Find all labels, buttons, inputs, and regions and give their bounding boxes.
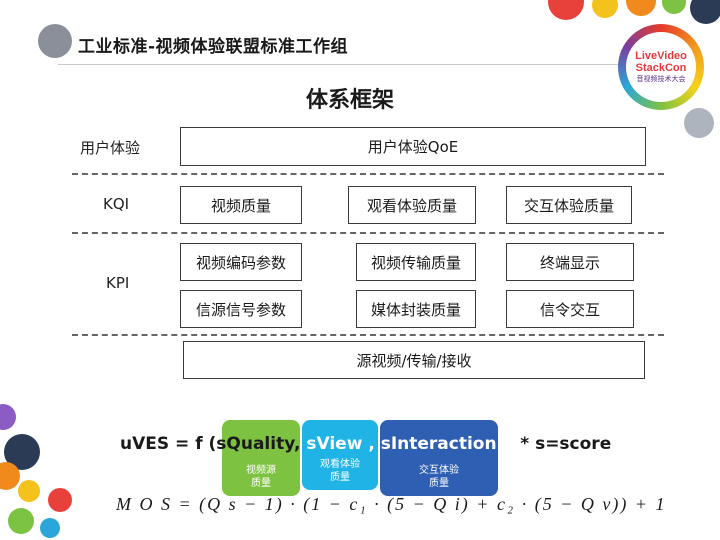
mos-formula: M O S = (Q s − 1) · (1 − c₁ · (5 − Q i) … — [116, 494, 667, 514]
box-source-transmission-reception: 源视频/传输/接收 — [183, 341, 645, 379]
box-kpi-signaling: 信令交互 — [506, 290, 634, 328]
row-label-user-experience: 用户体验 — [80, 139, 141, 157]
dashed-divider-1 — [72, 173, 664, 175]
page-title: 体系框架 — [305, 88, 394, 113]
decor-dot-orange-top — [626, 0, 656, 16]
decor-dot-purple-left — [0, 404, 16, 430]
pill-viewing-experience-quality: 观看体验 质量 — [302, 420, 378, 490]
uves-suffix: * s=score — [520, 434, 612, 454]
decor-dot-yellow-left — [18, 480, 40, 502]
decor-dot-green-top — [662, 0, 686, 14]
box-kpi-source-signal: 信源信号参数 — [180, 290, 302, 328]
dashed-divider-3 — [72, 334, 664, 336]
decor-dot-yellow-top — [592, 0, 618, 18]
header-title: 工业标准-视频体验联盟标准工作组 — [78, 37, 349, 57]
uves-view: sView , — [306, 434, 375, 454]
decor-dot-blue-left — [40, 518, 60, 538]
decor-dot-navy-top — [690, 0, 720, 24]
box-kpi-terminal-display: 终端显示 — [506, 243, 634, 281]
decor-dot-gray-right — [684, 108, 714, 138]
uves-formula: uVES = f (sQuality, sView , sInteraction… — [120, 434, 611, 454]
decor-dot-red-left — [48, 488, 72, 512]
box-kpi-video-encoding: 视频编码参数 — [180, 243, 302, 281]
row-label-kpi: KPI — [106, 274, 130, 292]
box-user-qoe: 用户体验QoE — [180, 127, 646, 166]
pill-interaction-experience-quality: 交互体验 质量 — [380, 420, 498, 496]
conference-logo: LiveVideo StackCon 音视频技术大会 — [626, 32, 696, 102]
pill-view-line-1: 观看体验 — [320, 459, 360, 470]
pill-interaction-line-2: 质量 — [429, 478, 449, 489]
box-kpi-video-transmission: 视频传输质量 — [356, 243, 476, 281]
decor-dot-red-top — [548, 0, 584, 20]
pill-view-line-2: 质量 — [330, 472, 350, 483]
pill-quality-line-1: 视频源 — [246, 465, 276, 476]
box-kqi-viewing-quality: 观看体验质量 — [348, 186, 476, 224]
header-divider — [58, 64, 618, 65]
logo-line-2: StackCon — [635, 62, 687, 74]
pill-interaction-line-1: 交互体验 — [419, 465, 459, 476]
uves-interaction: sInteraction) — [380, 434, 505, 454]
box-kqi-interaction-quality: 交互体验质量 — [506, 186, 632, 224]
pill-video-source-quality: 视频源 质量 — [222, 420, 300, 496]
logo-line-1: LiveVideo — [635, 50, 687, 62]
uves-prefix: uVES = f (sQuality, — [120, 434, 301, 454]
box-kqi-video-quality: 视频质量 — [180, 186, 302, 224]
row-label-kqi: KQI — [103, 195, 130, 213]
box-kpi-media-encapsulation: 媒体封装质量 — [356, 290, 476, 328]
decor-dot-green-left — [8, 508, 34, 534]
dashed-divider-2 — [72, 232, 664, 234]
decor-dot-orange-left — [0, 462, 20, 490]
pill-quality-line-2: 质量 — [251, 478, 271, 489]
logo-line-3: 音视频技术大会 — [636, 75, 686, 83]
decor-dot-gray — [38, 24, 72, 58]
